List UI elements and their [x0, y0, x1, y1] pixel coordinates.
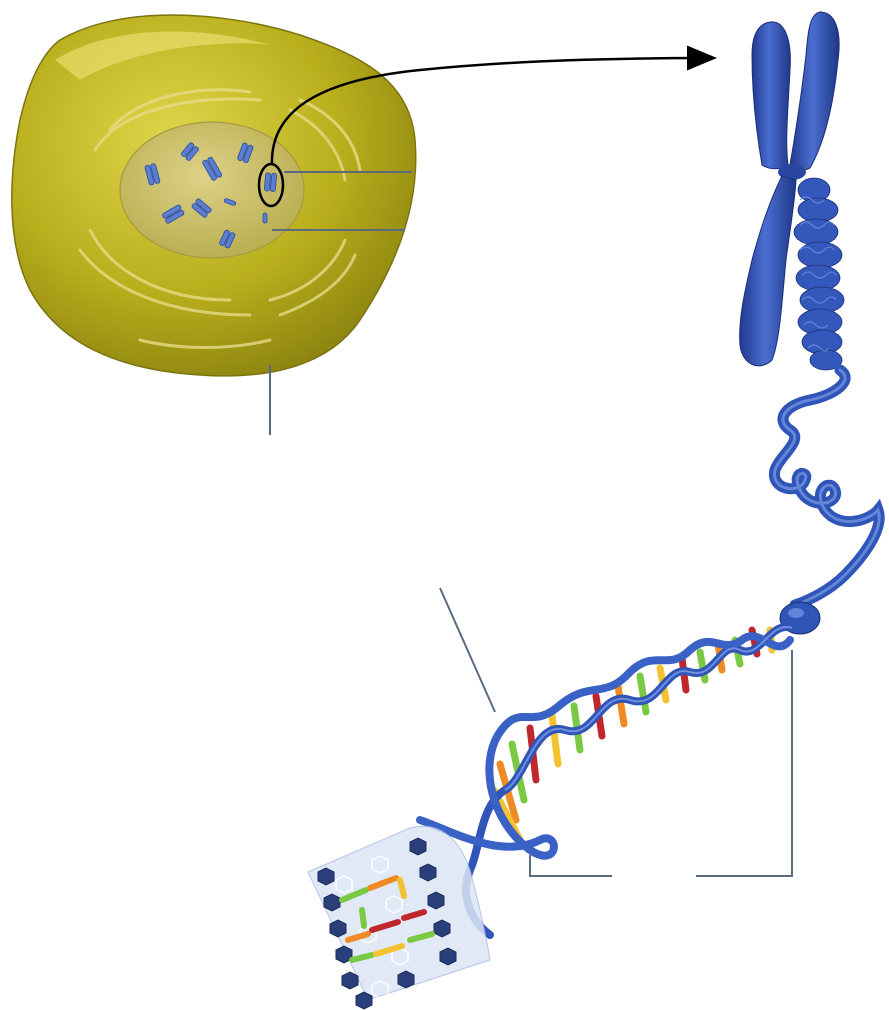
chromosome [740, 12, 844, 370]
chromosome-arm-bottom-left [740, 176, 796, 366]
animal-cell [12, 15, 416, 376]
dna-leader-lines [440, 588, 792, 876]
base-pair-ladder [308, 826, 490, 1009]
leader-dna-strand [440, 588, 495, 712]
base-pairs [494, 630, 772, 840]
ladder-panel [308, 826, 490, 1000]
chromosome-arm-top-right [790, 12, 839, 170]
chromatin-coil-arm [794, 178, 844, 370]
chromosome-arm-top-left [752, 22, 790, 169]
nucleus [120, 122, 304, 258]
dna-double-helix [420, 627, 792, 935]
leader-histone [696, 650, 792, 876]
chromatin-fiber [774, 370, 879, 634]
